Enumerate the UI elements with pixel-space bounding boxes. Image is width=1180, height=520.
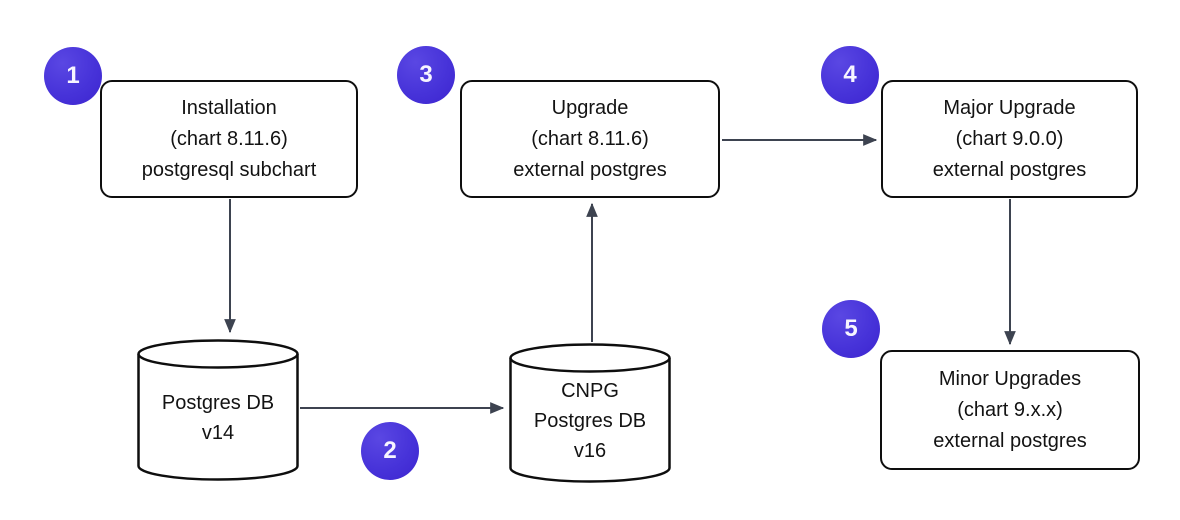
step-badge-4: 4 [821,46,879,104]
node-installation-line3: postgresql subchart [141,158,317,181]
node-major-upgrade-line2: (chart 9.0.0) [955,127,1064,150]
node-minor-upgrades: Minor Upgrades (chart 9.x.x) external po… [880,350,1140,470]
database-cylinder-icon [137,339,299,481]
step-badge-3: 3 [397,46,455,104]
node-installation-line2: (chart 8.11.6) [170,127,288,150]
node-installation: Installation (chart 8.11.6) postgresql s… [100,80,358,198]
db-v16-line2: Postgres DB [533,410,647,432]
db-v16-label: CNPG Postgres DB v16 [509,343,671,483]
db-node-postgres-v14: Postgres DB v14 [137,339,299,481]
node-major-upgrade: Major Upgrade (chart 9.0.0) external pos… [881,80,1138,198]
step-badge-3-number: 3 [419,61,433,88]
db-node-cnpg-postgres-v16: CNPG Postgres DB v16 [509,343,671,483]
db-v14-label: Postgres DB v14 [137,339,299,481]
node-upgrade-line2: (chart 8.11.6) [531,127,649,150]
step-badge-5: 5 [822,300,880,358]
node-upgrade: Upgrade (chart 8.11.6) external postgres [460,80,720,198]
step-badge-2-number: 2 [383,437,397,464]
node-minor-upgrades-line2: (chart 9.x.x) [957,398,1063,421]
db-v14-line2: v14 [201,422,235,444]
node-upgrade-line1: Upgrade [551,96,629,119]
db-v14-line1: Postgres DB [161,392,275,414]
db-v16-line1: CNPG [561,380,619,402]
step-badge-5-number: 5 [844,315,858,342]
step-badge-1-number: 1 [66,62,80,89]
step-badge-1: 1 [44,47,102,105]
node-major-upgrade-line1: Major Upgrade [943,96,1076,119]
node-upgrade-line3: external postgres [513,158,667,181]
node-installation-line1: Installation [181,96,277,119]
node-minor-upgrades-line3: external postgres [933,429,1087,452]
step-badge-4-number: 4 [843,61,857,88]
db-v16-line3: v16 [573,440,607,462]
node-major-upgrade-line3: external postgres [932,158,1087,181]
node-minor-upgrades-line1: Minor Upgrades [938,367,1082,390]
step-badge-2: 2 [361,422,419,480]
database-cylinder-icon [509,343,671,483]
